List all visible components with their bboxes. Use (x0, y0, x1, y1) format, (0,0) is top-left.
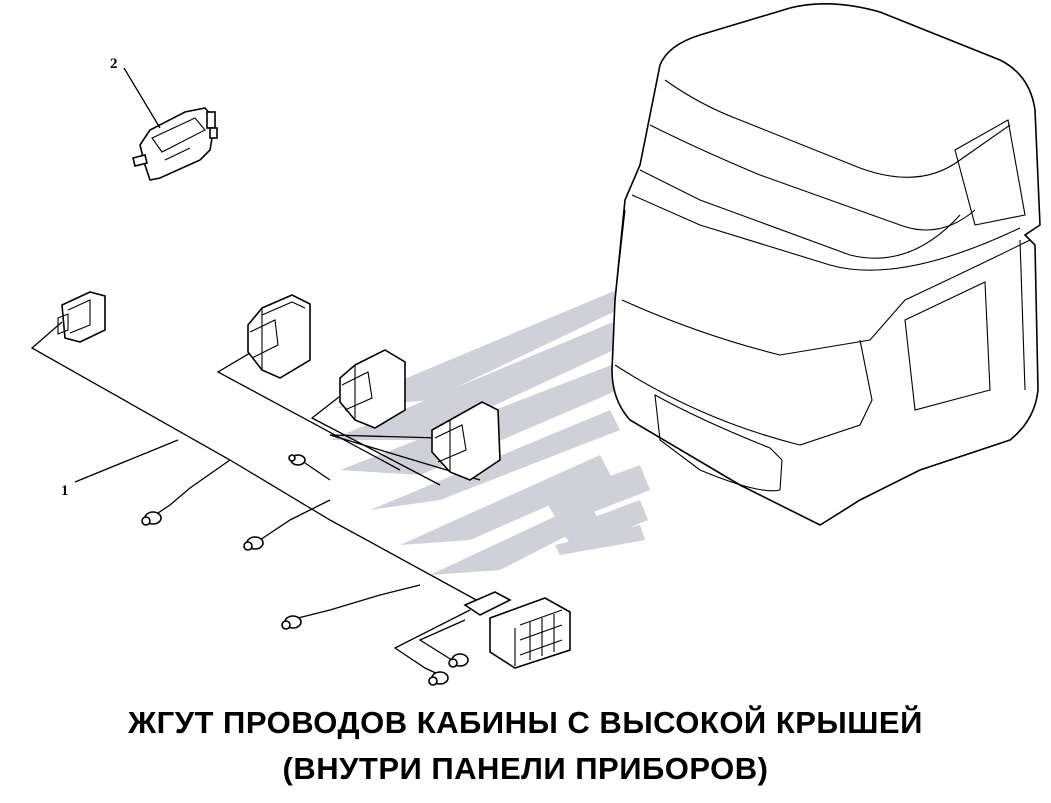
caption-line-1: ЖГУТ ПРОВОДОВ КАБИНЫ С ВЫСОКОЙ КРЫШЕЙ (128, 705, 923, 740)
bulb-5 (428, 671, 449, 686)
caption-line-2: (ВНУТРИ ПАНЕЛИ ПРИБОРОВ) (282, 751, 769, 786)
connector-small-top-left (57, 291, 106, 343)
truck-cab-illustration (611, 3, 1041, 526)
bulb-3 (288, 454, 306, 466)
bulb-2 (243, 536, 264, 551)
bulb-6 (448, 653, 469, 668)
bulb-4 (281, 615, 302, 630)
connector-multi-pin (463, 591, 571, 669)
connector-large-3 (431, 401, 501, 481)
diagram-caption: ЖГУТ ПРОВОДОВ КАБИНЫ С ВЫСОКОЙ КРЫШЕЙ (В… (0, 700, 1051, 792)
connector-large-2 (339, 349, 406, 429)
component-2-switch (123, 67, 218, 181)
wiring-harness-diagram: 2 1 (30, 3, 1041, 686)
callout-2: 2 (110, 56, 118, 72)
connector-large-1 (247, 294, 311, 379)
callout-1: 1 (61, 483, 69, 499)
harness-wires (30, 321, 481, 676)
bulb-1 (141, 511, 162, 526)
